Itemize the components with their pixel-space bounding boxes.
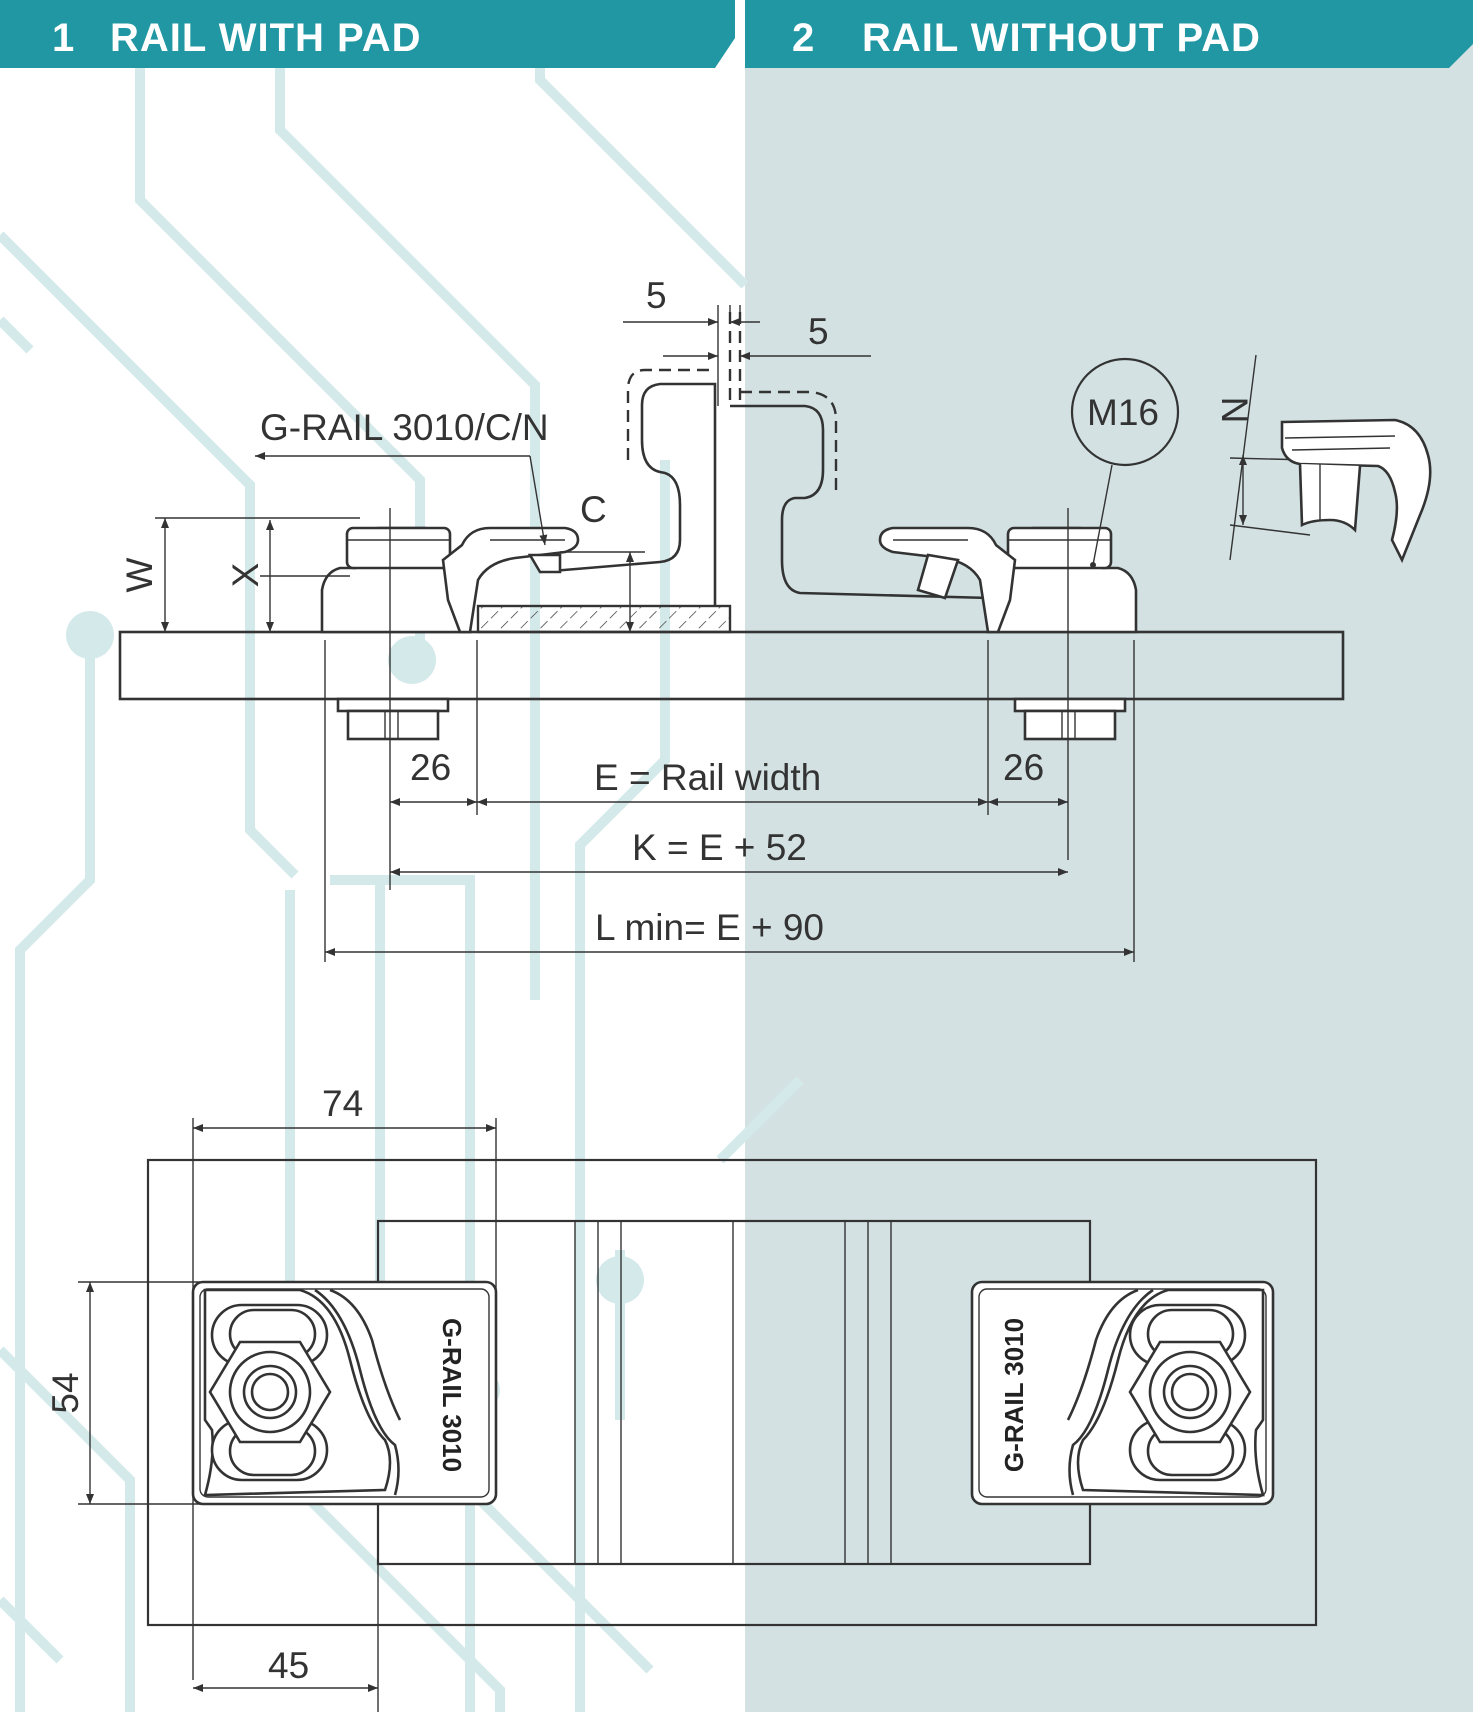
dim-5-bottom: 5 <box>808 311 829 352</box>
header-left-band <box>0 0 735 68</box>
label-x: X <box>225 563 266 588</box>
right-bottom-nut <box>1013 697 1127 741</box>
m16-bubble <box>1070 357 1180 467</box>
header-right: 2 RAIL WITHOUT PAD <box>745 0 1473 68</box>
top-left-clip: G-RAIL 3010 <box>191 1280 498 1506</box>
header-left-title: RAIL WITH PAD <box>110 16 422 60</box>
header-right-number: 2 <box>792 16 815 60</box>
left-clip-label: G-RAIL 3010 <box>437 1318 467 1472</box>
m16-label: M16 <box>1087 392 1159 433</box>
top-base-plate <box>146 1158 1318 1627</box>
header-left-number: 1 <box>52 16 75 60</box>
dim-26-right: 26 <box>1003 747 1044 788</box>
side-view: 26 E = Rail width 26 K = E + 52 L min= E… <box>118 275 1432 962</box>
label-w: W <box>119 557 160 592</box>
dim-e: E = Rail width <box>594 757 821 798</box>
header-right-title: RAIL WITHOUT PAD <box>862 16 1261 60</box>
rail-profile <box>730 404 991 600</box>
label-c: C <box>580 489 607 530</box>
dim-74: 74 <box>322 1083 363 1124</box>
product-label: G-RAIL 3010/C/N <box>260 407 549 448</box>
dim-l: L min= E + 90 <box>595 907 824 948</box>
dim-54: 54 <box>45 1372 86 1413</box>
dim-k: K = E + 52 <box>632 827 807 868</box>
dim-45: 45 <box>268 1645 309 1686</box>
rail-pad <box>476 604 732 634</box>
top-view: G-RAIL 3010 G-RAIL 3010 74 54 <box>45 1083 1318 1712</box>
right-clip <box>878 526 1138 634</box>
rail-dashed-left <box>626 368 715 460</box>
header-left: 1 RAIL WITH PAD <box>0 0 735 68</box>
base-plate <box>118 630 1345 701</box>
header-right-band <box>745 0 1473 68</box>
clip-detail <box>1280 418 1432 564</box>
dim-5-top: 5 <box>646 275 667 316</box>
left-bottom-nut <box>336 697 450 741</box>
right-clip-label: G-RAIL 3010 <box>999 1318 1029 1472</box>
left-clip <box>320 526 580 634</box>
rail-profile-left <box>539 382 717 606</box>
top-right-clip: G-RAIL 3010 <box>970 1280 1275 1506</box>
dim-26-left: 26 <box>410 747 451 788</box>
